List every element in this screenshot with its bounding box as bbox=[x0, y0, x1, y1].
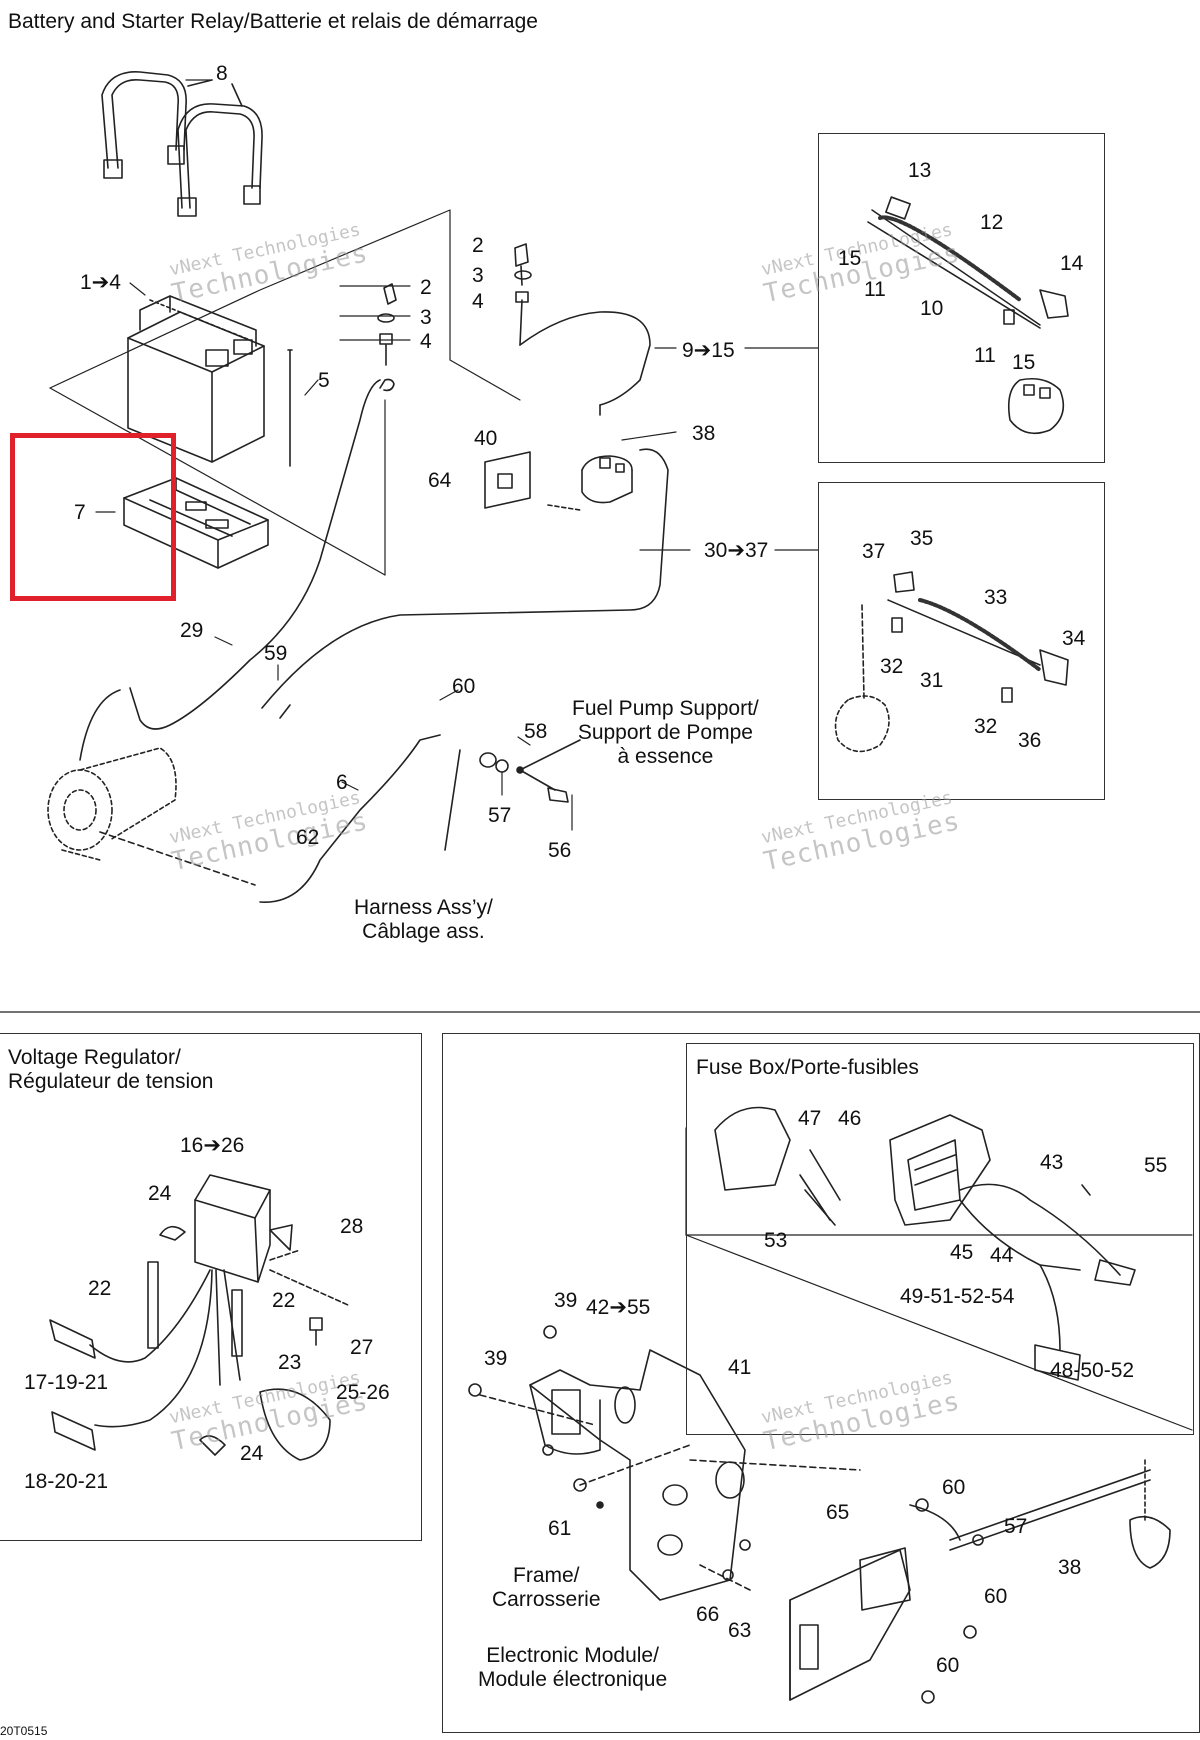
part-label: 18-20-21 bbox=[24, 1470, 109, 1493]
voltage-regulator-title: Voltage Regulator/ Régulateur de tension bbox=[8, 1046, 214, 1094]
part-label: 30➔37 bbox=[704, 539, 769, 562]
part-label: 27 bbox=[350, 1336, 374, 1359]
part-label: 45 bbox=[950, 1241, 974, 1264]
part-label: 5 bbox=[318, 369, 330, 392]
part-label: 57 bbox=[1004, 1515, 1028, 1538]
part-label: 16➔26 bbox=[180, 1134, 245, 1157]
part-label: 41 bbox=[728, 1356, 752, 1379]
part-label: 59 bbox=[264, 642, 288, 665]
voltage-regulator-frame bbox=[0, 1033, 422, 1541]
part-label: 15 bbox=[1012, 351, 1036, 374]
part-label: 22 bbox=[272, 1289, 296, 1312]
part-label: 60 bbox=[936, 1654, 960, 1677]
starter-relay-drawing bbox=[484, 451, 633, 511]
part-label: 11 bbox=[974, 344, 996, 367]
part-label: 60 bbox=[984, 1585, 1008, 1608]
part-label: 32 bbox=[880, 655, 904, 678]
part-label: 57 bbox=[488, 804, 512, 827]
part-label: 10 bbox=[920, 297, 944, 320]
part-label: 34 bbox=[1062, 627, 1086, 650]
part-label: 36 bbox=[1018, 729, 1042, 752]
module-caption: Electronic Module/ Module électronique bbox=[478, 1644, 668, 1692]
part-label: 55 bbox=[1144, 1154, 1168, 1177]
part-label: 48-50-52 bbox=[1050, 1359, 1135, 1382]
part-label: 56 bbox=[548, 839, 572, 862]
part-label: 60 bbox=[452, 675, 476, 698]
part-label: 58 bbox=[524, 720, 548, 743]
battery-drawing bbox=[127, 295, 265, 463]
part-label: 49-51-52-54 bbox=[900, 1285, 1015, 1308]
part-label: 15 bbox=[838, 247, 862, 270]
part-label: 3 bbox=[472, 264, 484, 287]
part-label: 44 bbox=[990, 1244, 1014, 1267]
leader-lines bbox=[95, 79, 819, 831]
hold-down-straps-drawing bbox=[101, 71, 263, 217]
fuse-box-title: Fuse Box/Porte-fusibles bbox=[696, 1056, 919, 1079]
fuse-box-drawing bbox=[714, 1106, 1136, 1381]
part-label: 32 bbox=[974, 715, 998, 738]
part-label: 14 bbox=[1060, 252, 1084, 275]
part-label: 11 bbox=[864, 278, 886, 301]
part-label: 13 bbox=[908, 159, 932, 182]
part-label: 2 bbox=[472, 234, 484, 257]
part-label: 8 bbox=[216, 62, 228, 85]
part-label: 53 bbox=[764, 1229, 788, 1252]
part-label: 64 bbox=[428, 469, 452, 492]
part-label: 29 bbox=[180, 619, 204, 642]
part-label: 37 bbox=[862, 540, 886, 563]
part-label: 25-26 bbox=[336, 1381, 390, 1404]
voltage-regulator-drawing bbox=[49, 1174, 349, 1461]
part-label: 22 bbox=[88, 1277, 112, 1300]
part-label: 6 bbox=[336, 771, 348, 794]
highlight-box bbox=[10, 433, 176, 601]
part-label: 24 bbox=[148, 1182, 172, 1205]
part-label: 7 bbox=[74, 501, 86, 524]
part-label: 3 bbox=[420, 306, 432, 329]
part-label: 46 bbox=[838, 1107, 862, 1130]
part-label: 12 bbox=[980, 211, 1004, 234]
part-label: 66 bbox=[696, 1603, 720, 1626]
battery-section-title: Battery and Starter Relay/Batterie et re… bbox=[8, 10, 538, 33]
part-label: 65 bbox=[826, 1501, 850, 1524]
part-label: 39 bbox=[484, 1347, 508, 1370]
part-label: 28 bbox=[340, 1215, 364, 1238]
part-label: 23 bbox=[278, 1351, 302, 1374]
part-label: 31 bbox=[920, 669, 944, 692]
kit-9-15-frame bbox=[818, 133, 1105, 463]
fuse-box-frame bbox=[686, 1043, 1194, 1435]
part-label: 60 bbox=[942, 1476, 966, 1499]
part-label: 61 bbox=[548, 1517, 572, 1540]
part-label: 2 bbox=[420, 276, 432, 299]
drawing-code: 20T0515 bbox=[0, 1724, 48, 1738]
kit-30-37-drawing bbox=[834, 571, 1069, 753]
battery-tray-drawing bbox=[123, 477, 269, 569]
part-label: 63 bbox=[728, 1619, 752, 1642]
part-label: 24 bbox=[240, 1442, 264, 1465]
part-label: 40 bbox=[474, 427, 498, 450]
part-label: 42➔55 bbox=[586, 1296, 651, 1319]
part-label: 38 bbox=[1058, 1556, 1082, 1579]
part-label: 62 bbox=[296, 826, 320, 849]
part-label: 33 bbox=[984, 586, 1008, 609]
frame-caption: Frame/ Carrosserie bbox=[492, 1564, 601, 1612]
starter-motor-drawing bbox=[47, 747, 177, 861]
harness-caption: Harness Ass’y/ Câblage ass. bbox=[354, 896, 493, 944]
part-label: 1➔4 bbox=[80, 271, 121, 294]
kit-9-15-drawing bbox=[867, 196, 1069, 435]
part-label: 17-19-21 bbox=[24, 1371, 109, 1394]
part-label: 47 bbox=[798, 1107, 822, 1130]
part-label: 35 bbox=[910, 527, 934, 550]
part-label: 4 bbox=[420, 330, 432, 353]
part-label: 39 bbox=[554, 1289, 578, 1312]
part-label: 38 bbox=[692, 422, 716, 445]
kit-30-37-frame bbox=[818, 482, 1105, 800]
fuel-pump-caption: Fuel Pump Support/ Support de Pompe à es… bbox=[572, 697, 759, 769]
part-label: 9➔15 bbox=[682, 339, 735, 362]
part-label: 43 bbox=[1040, 1151, 1064, 1174]
module-bracket-drawing bbox=[468, 1325, 1171, 1704]
part-label: 4 bbox=[472, 290, 484, 313]
